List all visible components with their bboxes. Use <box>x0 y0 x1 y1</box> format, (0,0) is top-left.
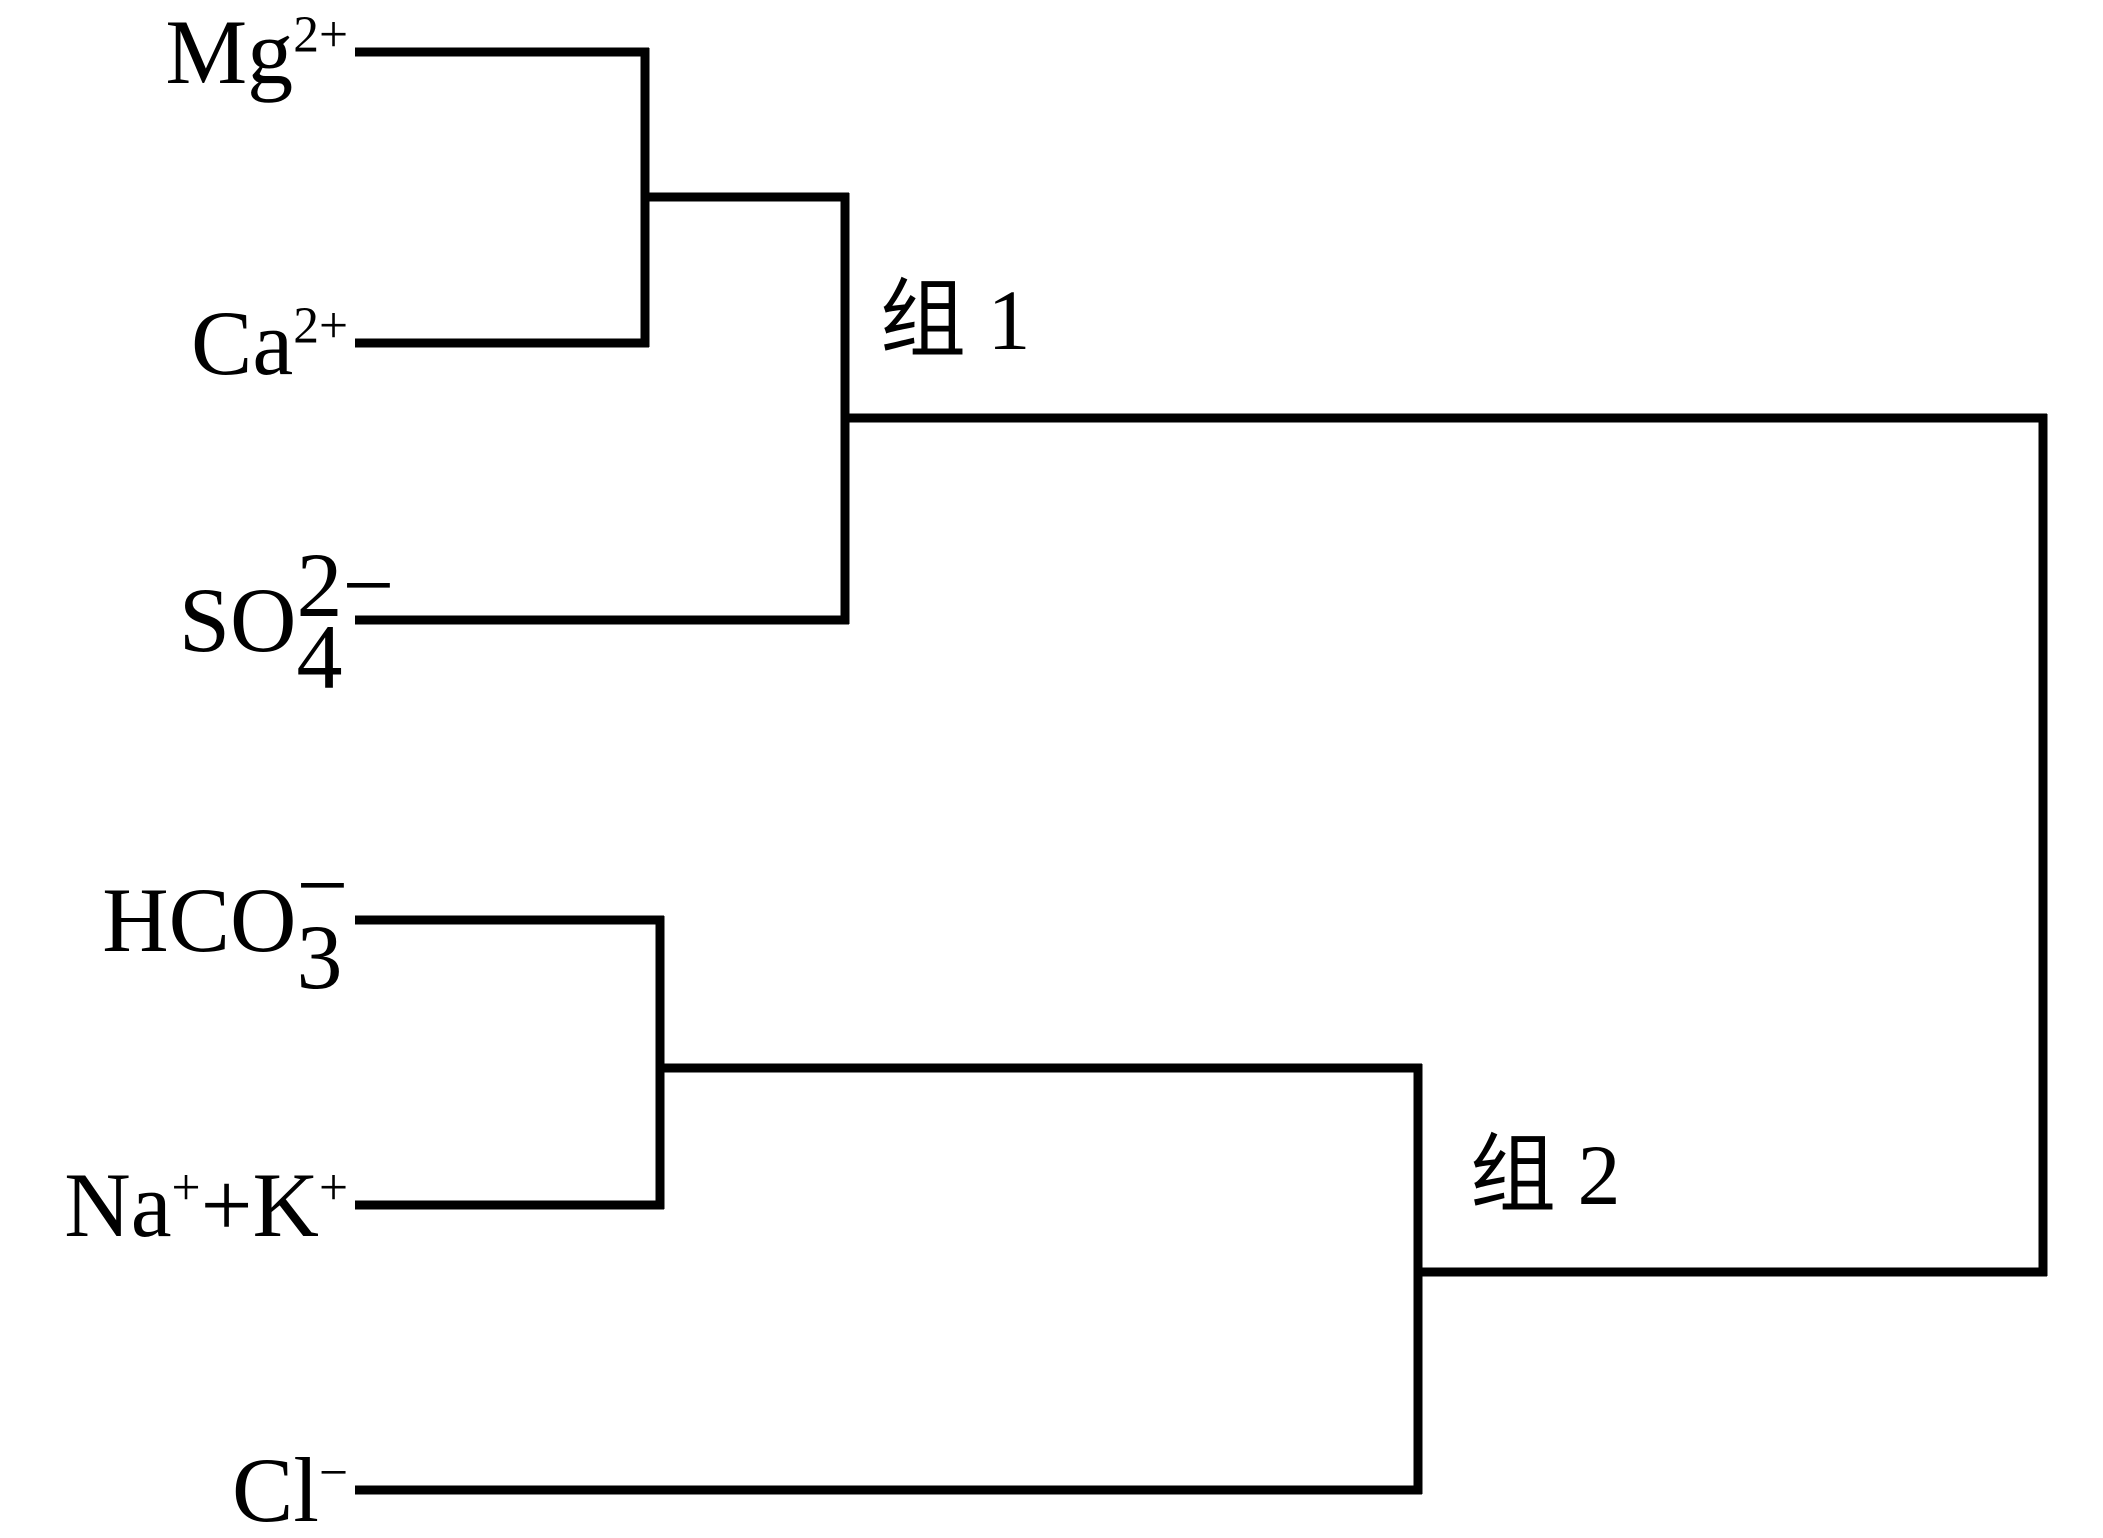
group-label-2: 组 2 <box>1470 1127 1621 1223</box>
leaf-label-mg: Mg2+ <box>165 1 348 103</box>
leaf-label-cl: Cl− <box>232 1439 348 1538</box>
leaf-label-nak: Na++K+ <box>64 1154 348 1256</box>
group-label-1: 组 1 <box>880 272 1031 368</box>
leaf-label-hco3: HCO−3 <box>102 833 349 1008</box>
leaf-label-ca: Ca2+ <box>190 292 348 394</box>
